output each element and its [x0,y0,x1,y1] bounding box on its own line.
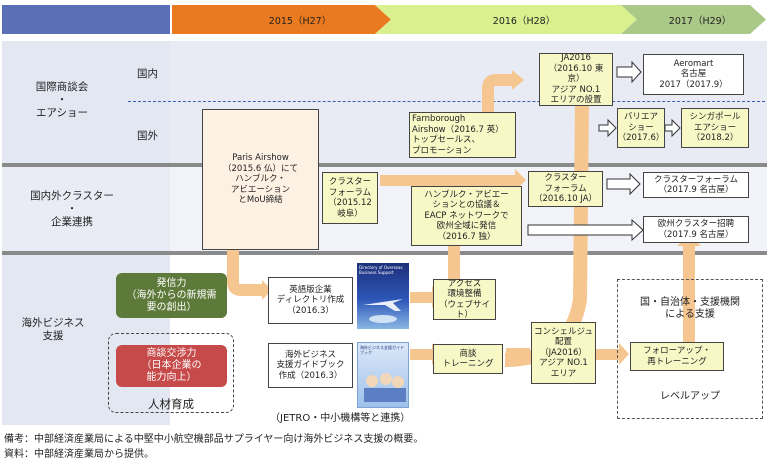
guidebook-box: 海外ビジネス 支援ガイドブック 作成（2016.3） [268,343,353,388]
cluster-forum-2017-box: クラスターフォーラム （2017.9 名古屋） [643,172,749,198]
cluster-forum-2015-box: クラスター フォーラム （2015.12 岐阜） [322,172,378,224]
arrow-farnborough-to-ja [482,74,512,112]
domestic-overseas-divider [128,101,765,102]
shodan-box: 商談交渉力 （日本企業の 能力向上） [116,345,227,387]
paris-airshow-box: Paris Airshow （2015.6 仏）にて ハンブルク・ アビエーショ… [202,109,319,250]
arrow-access-to-hamburg [448,246,460,279]
farnborough-box: Farnborough Airshow（2016.7 英） トップセールス、 プ… [409,112,516,158]
arrow-paris-to-directory [227,250,262,296]
arrow-farnborough-to-ja-head [512,70,524,90]
negotiation-training-box: 商談 トレーニング [433,344,503,374]
ja2016-box: JA2016 （2016.10 東京） アジア NO.1 エリアの設置 [539,53,613,106]
arrow-cluster2015-to-2016 [380,175,515,186]
jinzai-group [108,333,234,413]
arrow-variety-to-singapore [664,118,681,138]
arrow-guidebook-to-negotiation [410,349,432,360]
note-source: 資料：中部経済産業局から提供。 [4,449,154,460]
row-label-cluster: 国内外クラスター ・ 企業連携 [30,189,114,228]
arrow-followup-up [683,240,695,343]
arrow-paris-to-directory-head [262,280,272,300]
header-2016-arrow [375,5,637,34]
variety-airshow-box: バリエア ショー （2017.6） [617,108,665,148]
jetro-label: （JETRO・中小機構等と連携） [270,413,411,424]
concierge-box: コンシェルジュ 配置 （JA2016） アジア NO.1 エリア [531,322,596,384]
row-label-support: 海外ビジネス 支援 [21,317,85,342]
label-cell-cluster [2,167,170,251]
arrow-ja-to-variety [598,118,617,138]
row-label-trade: 国際商談会 ・ エアショー [35,80,89,119]
row-divider-2 [2,251,767,255]
timeline-header [2,5,766,34]
arrow-cluster2016-to-2017 [606,172,641,196]
header-2017-label: 2017（H29） [668,16,732,27]
guidebook-cover-image: 海外ビジネス支援ガイドブック [357,342,409,408]
note-remarks: 備考：中部経済産業局による中堅中小航空機部品サプライヤー向け海外ビジネス支援の概… [4,434,424,445]
jinzai-label: 人材育成 [148,397,194,411]
header-2015-label: 2015（H27） [268,16,332,27]
row-label-overseas: 国外 [137,130,158,142]
header-blank-cell [2,5,170,34]
cluster-forum-2016-box: クラスター フォーラム （2016.10 JA） [528,171,603,207]
arrow-hamburg-to-eu [527,218,644,242]
gov-support-group [617,279,763,419]
hasshin-box: 発信力 （海外からの新規需 要の創出） [116,273,227,318]
header-2017-arrow [621,5,766,34]
directory-cover-image: Directory of Overseas Business Support [357,263,409,329]
header-2015-arrow [172,5,391,34]
gov-support-label: 国・自治体・支援機関 による支援 [640,297,740,320]
header-2016-label: 2016（H28） [492,16,556,27]
row-label-domestic: 国内 [137,68,158,80]
arrow-directory-to-access [410,292,432,303]
followup-box: フォローアップ・ 再トレーニング [630,342,724,371]
arrow-cluster2015-to-2016-head [515,169,526,191]
label-cell-trade [2,41,170,163]
arrow-concierge-to-followup [595,349,619,360]
access-box: アクセス 環境整備 （ウェブサイト） [433,279,496,320]
directory-box: 英語版企業 ディレクトリ作成 （2016.3） [268,277,353,324]
hamburg-box: ハンブルク・アビエー ションとの協議＆ EACP ネットワークで 欧州全域に発信… [411,186,522,246]
arrow-concierge-to-followup-head [619,343,629,365]
levelup-label: レベルアップ [660,391,720,402]
row-divider-1 [2,163,767,167]
singapore-airshow-box: シンガポール エアショー （2018.2） [681,108,749,148]
eu-cluster-box: 欧州クラスター招聘 （2017.9 名古屋） [643,216,749,243]
arrow-ja-to-aeromart [616,60,642,84]
aeromart-box: Aeromart 名古屋 2017（2017.9） [643,54,744,95]
